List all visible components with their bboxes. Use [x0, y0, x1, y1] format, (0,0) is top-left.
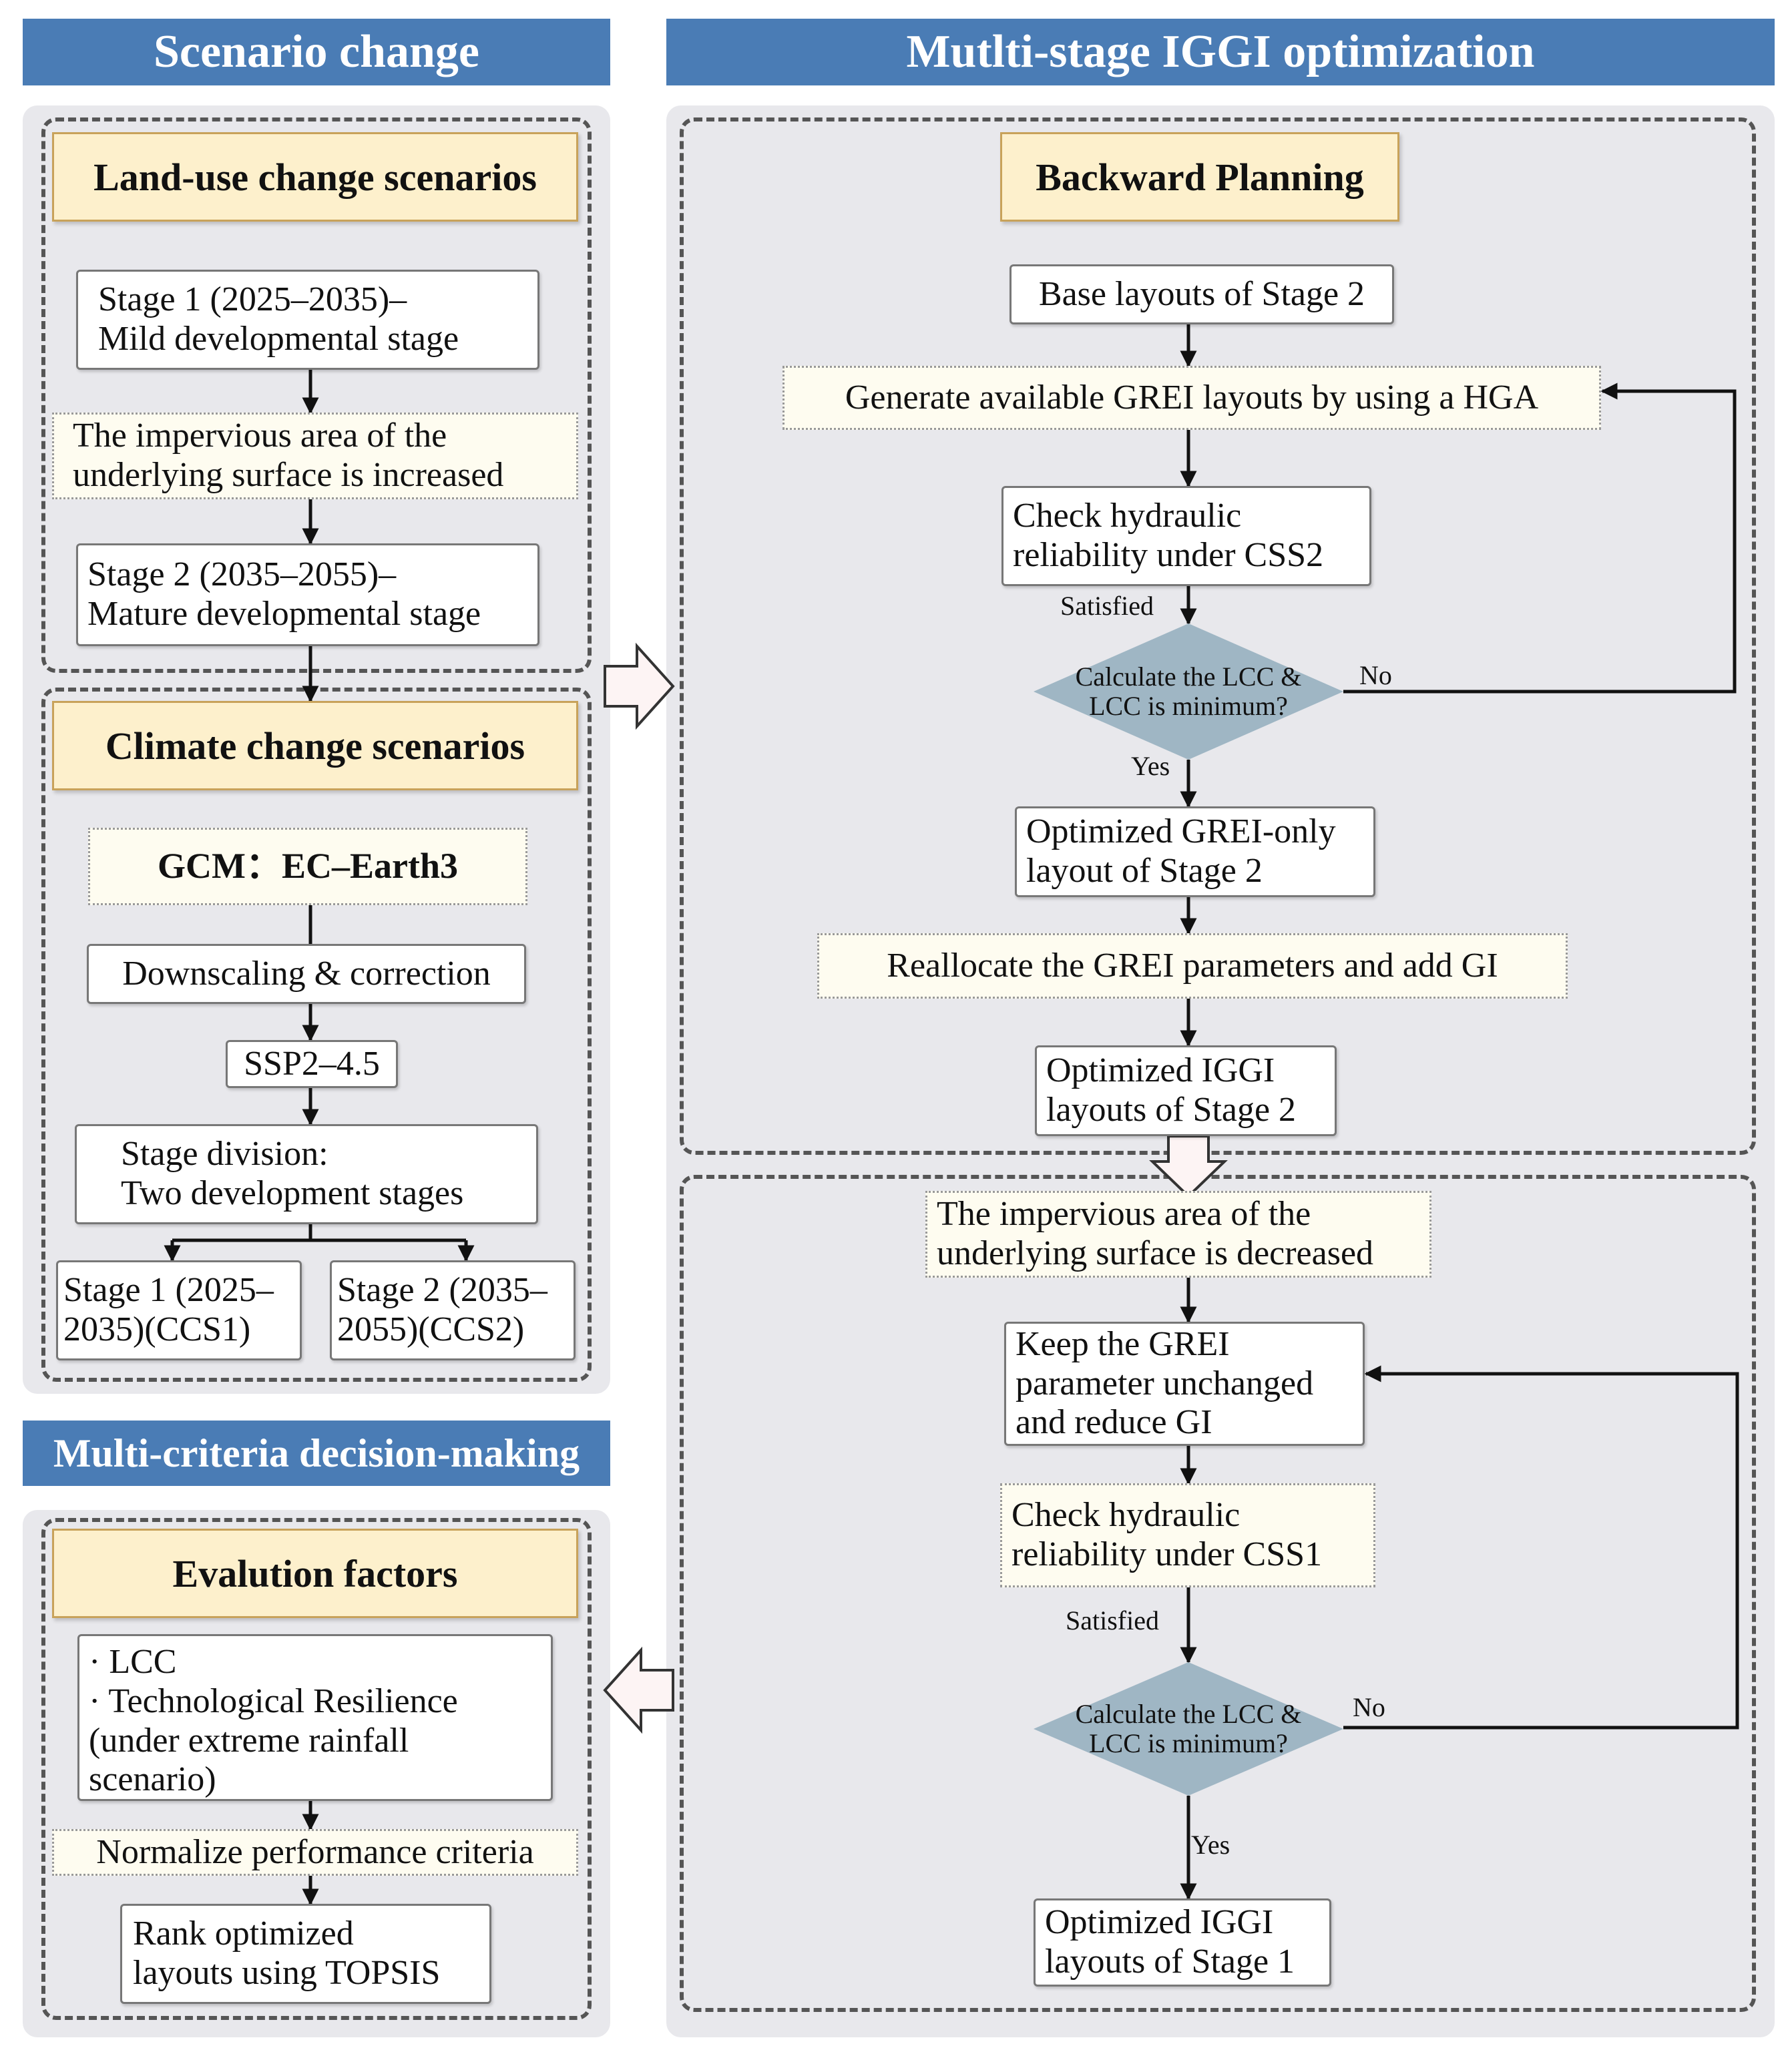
satisfied-label-stage2: Satisfied	[1060, 591, 1154, 621]
decision-text-stage1: Calculate the LCC & LCC is minimum?	[1075, 1699, 1302, 1758]
evaluation-group	[41, 1518, 592, 2020]
stage1-optimization-group	[680, 1175, 1756, 2012]
grei-only-layout-box: Optimized GREI-only layout of Stage 2	[1015, 806, 1375, 897]
evaluation-factors-box: · LCC · Technological Resilience (under …	[77, 1634, 553, 1801]
backward-planning-title: Backward Planning	[1000, 132, 1399, 222]
gcm-box: GCM：EC–Earth3	[88, 828, 527, 905]
scenario-change-header: Scenario change	[23, 19, 610, 85]
stage-division-box: Stage division: Two development stages	[75, 1124, 538, 1224]
multi-stage-header: Mutlti-stage IGGI optimization	[666, 19, 1775, 85]
climate-title: Climate change scenarios	[52, 701, 578, 790]
iggi-stage1-box: Optimized IGGI layouts of Stage 1	[1034, 1898, 1331, 1987]
iggi-stage2-box: Optimized IGGI layouts of Stage 2	[1035, 1045, 1337, 1136]
keep-grei-box: Keep the GREI parameter unchanged and re…	[1004, 1322, 1365, 1446]
reallocate-note: Reallocate the GREI parameters and add G…	[817, 933, 1568, 999]
mcdm-header: Multi-criteria decision-making	[23, 1421, 610, 1486]
land-use-group	[41, 117, 592, 673]
no-label-stage1: No	[1353, 1692, 1385, 1722]
normalize-criteria-note: Normalize performance criteria	[52, 1829, 578, 1876]
ccs2-box: Stage 2 (2035– 2055)(CCS2)	[330, 1260, 576, 1360]
land-use-title: Land-use change scenarios	[52, 132, 578, 222]
ccs1-box: Stage 1 (2025– 2035)(CCS1)	[56, 1260, 302, 1360]
impervious-decrease-note: The impervious area of the underlying su…	[925, 1191, 1431, 1278]
check-css2-box: Check hydraulic reliability under CSS2	[1001, 486, 1371, 586]
yes-label-stage2: Yes	[1131, 751, 1170, 781]
yes-label-stage1: Yes	[1191, 1830, 1230, 1860]
evaluation-title: Evalution factors	[52, 1529, 578, 1618]
satisfied-label-stage1: Satisfied	[1066, 1605, 1159, 1635]
right-block-arrow	[604, 642, 675, 730]
no-label-stage2: No	[1359, 660, 1392, 690]
decision-text-stage2: Calculate the LCC & LCC is minimum?	[1075, 662, 1302, 721]
downscaling-box: Downscaling & correction	[87, 944, 526, 1004]
ssp-box: SSP2–4.5	[226, 1040, 398, 1088]
base-layouts-box: Base layouts of Stage 2	[1010, 264, 1394, 324]
topsis-rank-box: Rank optimized layouts using TOPSIS	[120, 1904, 491, 2004]
impervious-increase-note: The impervious area of the underlying su…	[52, 413, 578, 499]
generate-grei-note: Generate available GREI layouts by using…	[782, 366, 1601, 430]
left-block-arrow	[603, 1646, 674, 1734]
land-use-stage2-box: Stage 2 (2035–2055)– Mature developmenta…	[76, 543, 539, 646]
land-use-stage1-box: Stage 1 (2025–2035)– Mild developmental …	[76, 270, 539, 370]
check-css1-note: Check hydraulic reliability under CSS1	[1000, 1483, 1375, 1587]
